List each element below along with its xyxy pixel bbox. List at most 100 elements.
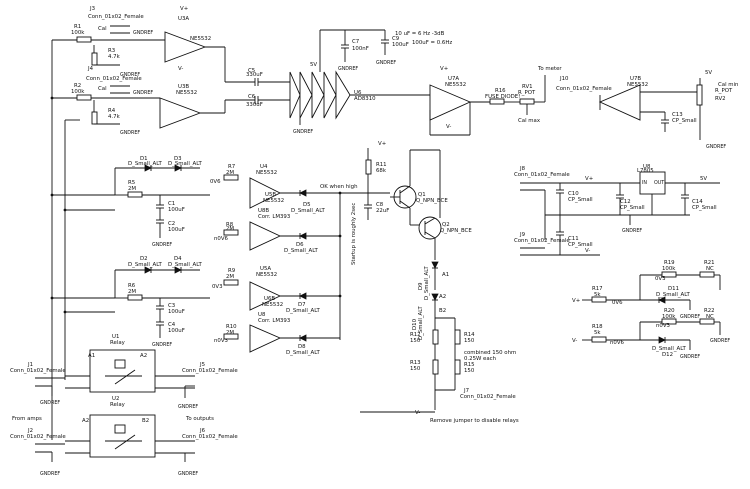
j7-value: Conn_01x02_Female bbox=[460, 394, 516, 400]
note-from-amps: From amps bbox=[12, 416, 42, 422]
u7b-value: NE5532 bbox=[627, 82, 648, 88]
u3a-ref: U3A bbox=[178, 16, 189, 22]
u7b-ref: U7B bbox=[630, 76, 641, 82]
d12-value: D_Small_ALT bbox=[652, 346, 686, 352]
relay-u1: U1 Relay A1 A2 bbox=[65, 334, 195, 393]
net-n0v6-1: n0V6 bbox=[214, 236, 229, 242]
u5a-ref: U5A bbox=[260, 266, 271, 272]
c11-value: CP_Small bbox=[568, 242, 593, 248]
d3-value: D_Small_ALT bbox=[168, 161, 202, 167]
j5-ref: J5 bbox=[199, 362, 205, 368]
c2-value: 100uF bbox=[168, 227, 185, 233]
u6-ref: U6 bbox=[354, 90, 362, 96]
j8-ref: J8 bbox=[519, 166, 526, 172]
d4-value: D_Small_ALT bbox=[168, 262, 202, 268]
u8-ref: U8 bbox=[643, 164, 651, 170]
r8-ref: R8 bbox=[226, 222, 234, 228]
j4-value: Conn_01x02_Female bbox=[86, 76, 142, 82]
to-meter-label: To meter bbox=[537, 66, 562, 72]
u2-a2a1: A2 bbox=[82, 418, 89, 424]
u5b-ref: U5B bbox=[265, 192, 276, 198]
div2-vminus: V- bbox=[572, 338, 577, 344]
c13-ref: C13 bbox=[672, 112, 683, 118]
ps-5v: 5V bbox=[700, 176, 707, 182]
div2-n0v3: n0V3 bbox=[656, 323, 670, 329]
d7-value: D_Small_ALT bbox=[286, 308, 320, 314]
r10-value: 2M bbox=[226, 330, 234, 336]
r15-ref: R15 bbox=[464, 362, 475, 368]
u6b-value: NE5532 bbox=[262, 302, 283, 308]
c10-ref: C10 bbox=[568, 191, 579, 197]
r20-ref: R20 bbox=[664, 308, 675, 314]
div1-vplus: V+ bbox=[572, 298, 580, 304]
d11-value: D_Small_ALT bbox=[656, 292, 690, 298]
meter-driver-u7a: V+ U7A NE5532 V- R16 FUSE DIODE! RV1 R_P… bbox=[429, 66, 612, 136]
r13-ref: R13 bbox=[410, 360, 421, 366]
net-n0v3: n0V3 bbox=[214, 338, 228, 344]
j9-ref: J9 bbox=[519, 232, 526, 238]
gndref-c9: GNDREF bbox=[376, 60, 396, 66]
c8-ref: C8 bbox=[376, 202, 384, 208]
note-filter-2: 100uF = 0.6Hz bbox=[412, 40, 452, 46]
d5-value: D_Small_ALT bbox=[291, 208, 325, 214]
r22-value: NC bbox=[706, 314, 714, 320]
gndref-ps: GNDREF bbox=[622, 228, 642, 234]
r21-value: NC bbox=[706, 266, 714, 272]
relay-a1-label: A1 bbox=[442, 272, 449, 278]
c1-ref: C1 bbox=[168, 201, 175, 207]
gndref-c7: GNDREF bbox=[338, 66, 358, 72]
gndref-u6: GNDREF bbox=[293, 129, 313, 135]
r8-value: 2M bbox=[226, 226, 234, 232]
d2-ref: D2 bbox=[140, 256, 148, 262]
r12-ref: R12 bbox=[410, 332, 421, 338]
r1-value: 100k bbox=[71, 30, 85, 36]
c14-ref: C14 bbox=[692, 199, 703, 205]
r14-value: 150 bbox=[464, 338, 475, 344]
u2-b2: B2 bbox=[142, 418, 149, 424]
c7-value: 100nF bbox=[352, 46, 369, 52]
c9-ref: C9 bbox=[392, 36, 400, 42]
u3b-value: NE5532 bbox=[176, 90, 197, 96]
d2-value: D_Small_ALT bbox=[128, 262, 162, 268]
c2-ref: C2 bbox=[168, 221, 175, 227]
jumper-vminus: V- bbox=[415, 410, 420, 416]
reference-dividers: V+ R17 5k 0V6 R19 100k 0V3 R21 NC D11 D_… bbox=[572, 260, 730, 360]
r14-ref: R14 bbox=[464, 332, 475, 338]
u7a-ref: U7A bbox=[448, 76, 459, 82]
j1-ref: J1 bbox=[27, 362, 33, 368]
u8-value: L7805 bbox=[637, 168, 654, 174]
d12-ref: D12 bbox=[662, 352, 673, 358]
net-0v6-1: 0V6 bbox=[210, 179, 221, 185]
u4-value: NE5532 bbox=[256, 170, 277, 176]
c4-value: 100uF bbox=[168, 328, 185, 334]
r5-ref: R5 bbox=[128, 180, 135, 186]
j10-ref: J10 bbox=[559, 76, 569, 82]
u8-out-pin: OUT bbox=[654, 180, 664, 186]
note-jumper: Remove jumper to disable relays bbox=[430, 418, 519, 424]
u8-in-pin: IN bbox=[642, 180, 647, 186]
r22-ref: R22 bbox=[704, 308, 715, 314]
c8-value: 22uF bbox=[376, 208, 389, 214]
relay-b2-label: B2 bbox=[439, 308, 446, 314]
gndref-c4: GNDREF bbox=[152, 342, 172, 348]
d9-ref: D9 bbox=[418, 282, 424, 290]
c10-value: CP_Small bbox=[568, 197, 593, 203]
j6-ref: J6 bbox=[199, 428, 206, 434]
d10-ref: D10 bbox=[412, 318, 418, 330]
r4-ref: R4 bbox=[108, 108, 116, 114]
rv1-value: R_POT bbox=[518, 90, 536, 96]
c3-ref: C3 bbox=[168, 303, 175, 309]
c12-value: CP_Small bbox=[620, 205, 645, 211]
gndref-rv2: GNDREF bbox=[706, 144, 726, 150]
u7a-vminus: V- bbox=[446, 124, 451, 130]
r9-ref: R9 bbox=[228, 268, 236, 274]
u8b-value: Corr. LM393 bbox=[258, 214, 290, 220]
d7-ref: D7 bbox=[298, 302, 306, 308]
j8-value: Conn_01x02_Female bbox=[514, 172, 570, 178]
d1-value: D_Small_ALT bbox=[128, 161, 162, 167]
gndref-j1: GNDREF bbox=[40, 400, 60, 406]
note-filter-1: 10 uF = 6 Hz -3dB bbox=[395, 31, 445, 37]
j2-ref: J2 bbox=[27, 428, 33, 434]
c5-ref: C5 bbox=[248, 68, 255, 74]
